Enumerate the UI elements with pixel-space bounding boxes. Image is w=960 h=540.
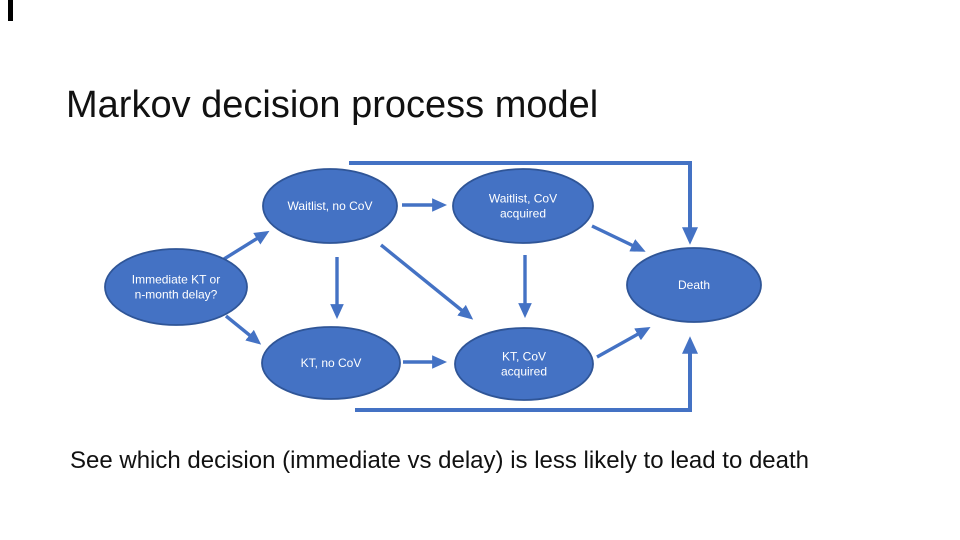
node-kt-no-cov: KT, no CoV xyxy=(261,326,401,400)
edge-waitlist-no-cov-to-death xyxy=(349,161,698,245)
edge-kt-cov-acquired-to-death xyxy=(596,327,651,359)
node-waitlist-no-cov: Waitlist, no CoV xyxy=(262,168,398,244)
edge-kt-no-cov-to-death xyxy=(355,336,698,412)
corner-mark xyxy=(8,0,13,21)
page-title: Markov decision process model xyxy=(66,84,599,127)
edge-decision-to-kt-no-cov xyxy=(224,314,262,345)
edge-decision-to-waitlist-no-cov xyxy=(223,230,270,261)
node-shape-waitlist-cov-acquired xyxy=(452,168,594,244)
node-label-waitlist-no-cov: Waitlist, no CoV xyxy=(288,199,373,213)
edges-layer xyxy=(223,161,698,412)
node-shape-decision xyxy=(104,248,248,326)
node-label-kt-no-cov: KT, no CoV xyxy=(301,356,362,370)
node-shape-death xyxy=(626,247,762,323)
edge-waitlist-cov-acquired-to-death xyxy=(591,224,646,252)
node-shape-kt-no-cov xyxy=(261,326,401,400)
slide-caption: See which decision (immediate vs delay) … xyxy=(70,447,810,474)
edge-waitlist-no-cov-to-kt-cov-acquired xyxy=(379,243,474,320)
node-shape-kt-cov-acquired xyxy=(454,327,594,401)
node-death: Death xyxy=(626,247,762,323)
node-label-death: Death xyxy=(678,278,710,292)
node-shape-waitlist-no-cov xyxy=(262,168,398,244)
